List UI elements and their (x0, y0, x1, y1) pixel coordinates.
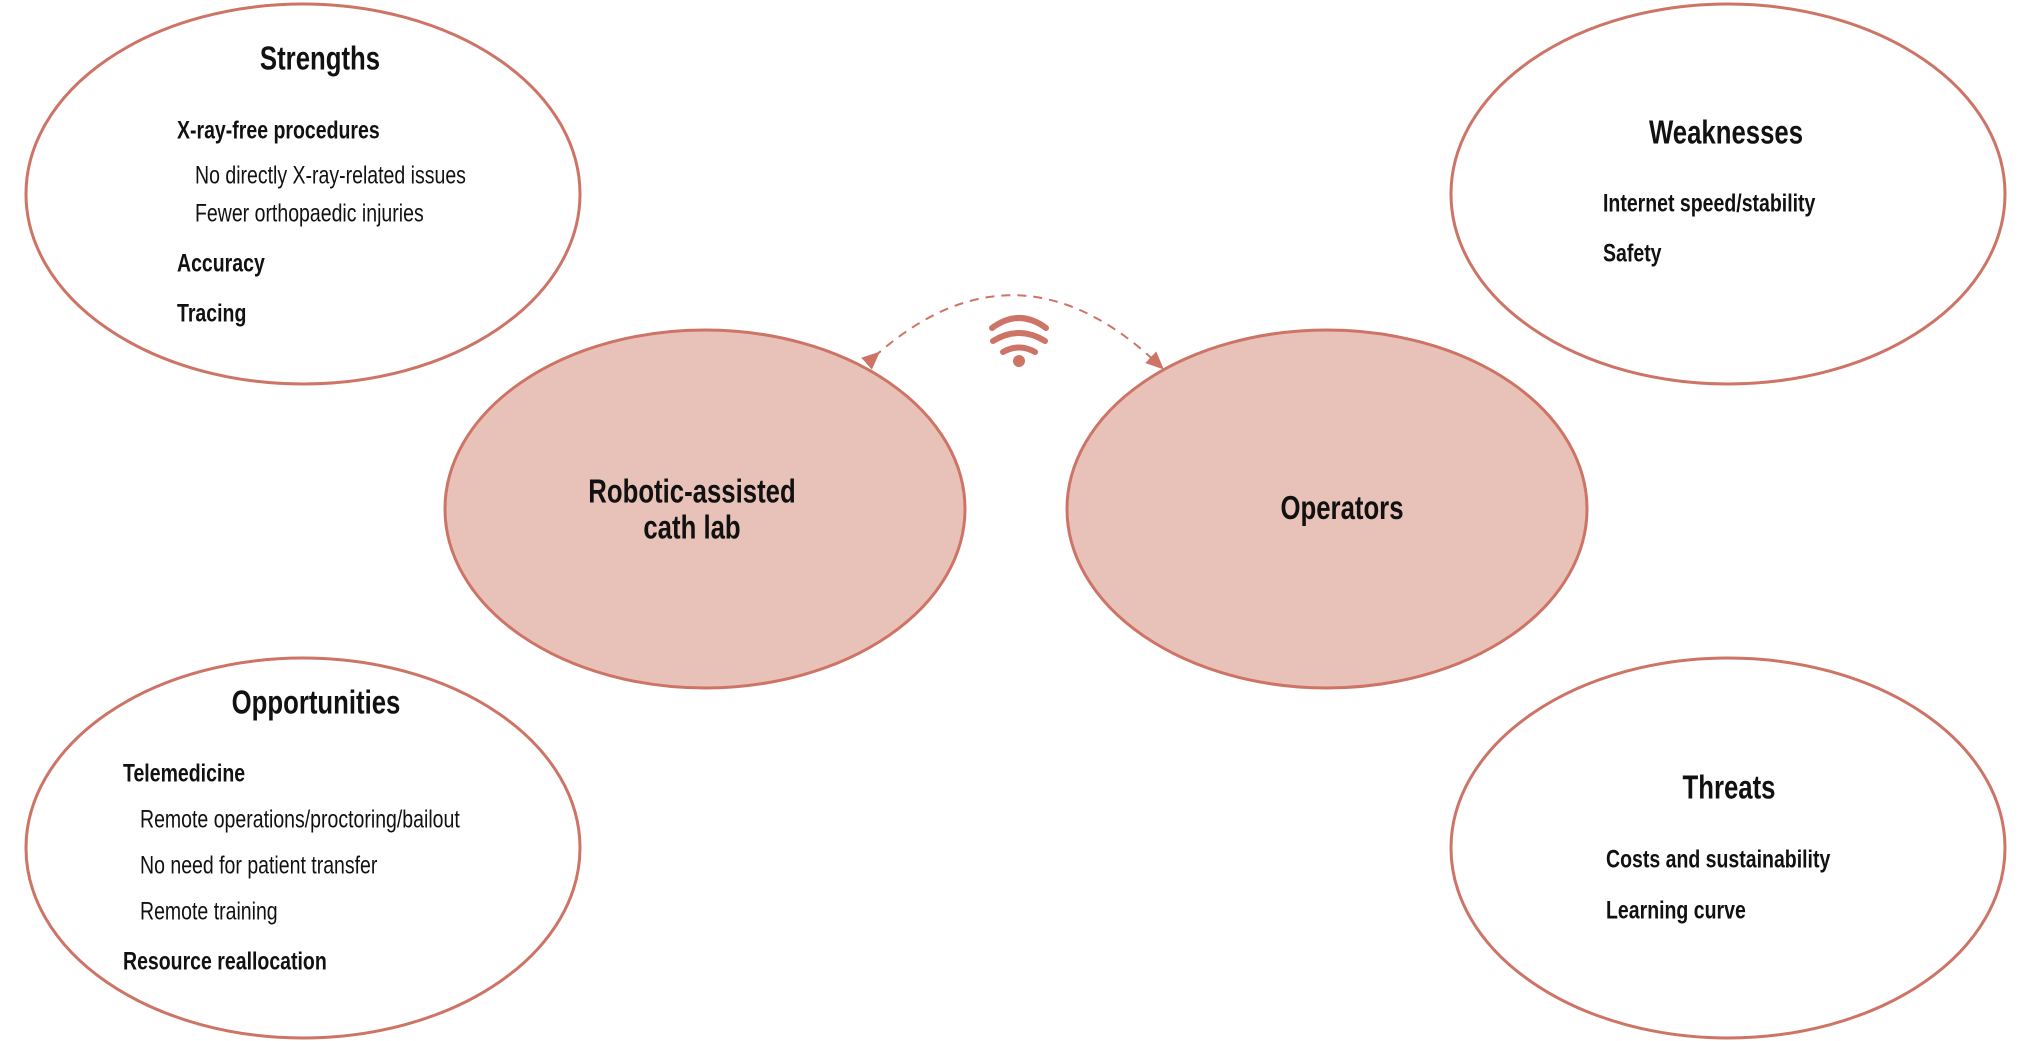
weaknesses-title: Weaknesses (1648, 113, 1804, 151)
opportunity-subitem: No need for patient transfer (140, 851, 378, 880)
weaknesses-ellipse (1449, 2, 2007, 386)
weakness-item: Internet speed/stability (1603, 189, 1816, 218)
opportunities-title: Opportunities (231, 683, 401, 721)
opportunity-subitem: Remote training (140, 897, 278, 926)
cath-lab-label-line2: cath lab (643, 509, 741, 546)
threats-title: Threats (1682, 768, 1776, 806)
wifi-icon (989, 315, 1049, 367)
threat-item: Costs and sustainability (1606, 845, 1831, 874)
opportunities-ellipse (24, 656, 582, 1040)
strength-subitem: Fewer orthopaedic injuries (195, 199, 424, 228)
operators-ellipse (1065, 328, 1589, 690)
strength-item: Tracing (177, 299, 247, 328)
cath-lab-label-line1: Robotic-assisted (588, 472, 796, 510)
strength-subitem: No directly X-ray-related issues (195, 161, 466, 190)
strength-item: X-ray-free procedures (177, 116, 380, 145)
bidirectional-link-arrow (861, 294, 1164, 370)
strength-item: Accuracy (177, 249, 265, 278)
operators-label: Operators (1280, 488, 1404, 526)
opportunity-subitem: Remote operations/proctoring/bailout (140, 805, 460, 834)
opportunity-item: Telemedicine (123, 759, 246, 788)
cath-lab-ellipse (443, 328, 967, 690)
strengths-title: Strengths (259, 39, 381, 77)
strengths-ellipse (24, 2, 582, 386)
threats-ellipse (1449, 656, 2007, 1040)
threat-item: Learning curve (1606, 896, 1746, 925)
opportunity-item: Resource reallocation (123, 947, 327, 976)
cath-lab-label: Robotic-assisted cath lab (588, 472, 796, 547)
weakness-item: Safety (1603, 239, 1662, 268)
